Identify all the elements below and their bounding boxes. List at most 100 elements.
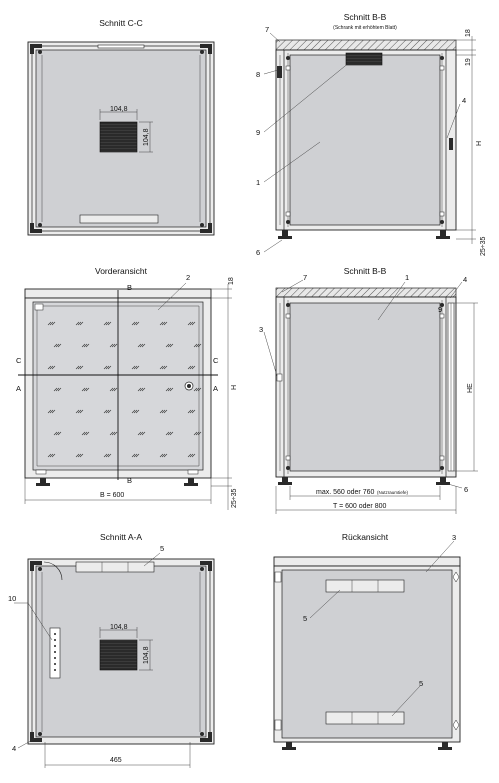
glass-reflection [159,453,164,458]
view-title: Schnitt C-C [99,18,142,28]
section-c-right: C [213,356,219,365]
glass-reflection [111,431,116,436]
callout-10: 10 [8,594,16,603]
glass-reflection [197,343,202,348]
glass-reflection [169,387,174,392]
view-schnitt-aa: Schnitt A-A 104,8 104,8 5 [8,532,215,768]
glass-reflection [189,453,194,458]
glass-reflection [159,409,164,414]
glass-reflection [79,321,84,326]
glass-reflection [81,387,86,392]
glass-reflection [189,409,194,414]
glass-reflection [161,453,166,458]
dim-t: T = 600 oder 800 [333,503,386,510]
glass-reflection [107,409,112,414]
glass-reflection [103,409,108,414]
glass-reflection [161,365,166,370]
view-title: Vorderansicht [95,266,148,276]
dim-19: 19 [465,58,472,66]
glass-reflection [55,343,60,348]
glass-reflection [85,343,90,348]
glass-reflection [137,343,142,348]
glass-reflection [77,321,82,326]
glass-reflection [133,453,138,458]
glass-reflection [53,431,58,436]
view-title: Schnitt B-B [344,266,387,276]
dim-max-main: max. 560 oder 760 [316,489,374,496]
view-title: Schnitt B-B [344,12,387,22]
glass-reflection [51,365,56,370]
glass-reflection [109,387,114,392]
dim-height: 104,8 [143,128,150,146]
dim-top: 18 [228,277,235,285]
glass-reflection [167,387,172,392]
glass-reflection [49,409,54,414]
dim-465: 465 [110,757,122,764]
glass-reflection [167,431,172,436]
glass-reflection [195,343,200,348]
glass-reflection [135,365,140,370]
glass-reflection [189,321,194,326]
callout-5a: 5 [303,614,307,623]
glass-reflection [131,409,136,414]
glass-reflection [75,453,80,458]
glass-reflection [187,321,192,326]
callout-9: 9 [256,128,260,137]
glass-reflection [195,387,200,392]
glass-reflection [79,365,84,370]
glass-reflection [51,453,56,458]
glass-reflection [47,321,52,326]
glass-reflection [187,453,192,458]
glass-reflection [135,453,140,458]
glass-reflection [75,409,80,414]
glass-reflection [57,387,62,392]
glass-reflection [47,365,52,370]
glass-reflection [113,387,118,392]
glass-reflection [135,409,140,414]
glass-reflection [47,409,52,414]
glass-reflection [139,343,144,348]
callout-1: 1 [256,178,260,187]
glass-reflection [193,387,198,392]
glass-reflection [107,365,112,370]
glass-reflection [105,365,110,370]
dim-h: H [476,141,483,146]
callout-2: 2 [186,273,190,282]
glass-reflection [189,365,194,370]
glass-reflection [105,453,110,458]
glass-reflection [133,365,138,370]
glass-reflection [103,321,108,326]
glass-reflection [103,365,108,370]
glass-reflection [81,431,86,436]
glass-reflection [85,431,90,436]
glass-reflection [55,387,60,392]
glass-reflection [113,431,118,436]
dim-max-note: (Nutzraumtiefe) [377,490,409,495]
cable-grille [99,121,138,153]
glass-reflection [163,409,168,414]
glass-reflection [49,365,54,370]
glass-reflection [107,321,112,326]
glass-reflection [141,343,146,348]
glass-reflection [169,431,174,436]
view-title: Schnitt A-A [100,532,142,542]
glass-reflection [57,343,62,348]
glass-reflection [53,343,58,348]
glass-reflection [81,343,86,348]
glass-reflection [193,431,198,436]
section-b-bottom: B [127,476,132,485]
glass-reflection [165,387,170,392]
glass-reflection [137,387,142,392]
glass-reflection [139,387,144,392]
dim-width: 104,8 [110,106,128,113]
glass-reflection [53,387,58,392]
dim-feet: 25÷35 [480,236,487,256]
section-c-left: C [16,356,22,365]
view-schnitt-bb-bottom: Schnitt B-B HE 7 1 4 3 [259,266,478,514]
callout-7: 7 [265,25,269,34]
glass-reflection [163,453,168,458]
glass-reflection [75,321,80,326]
callout-3: 3 [259,325,263,334]
glass-reflection [195,431,200,436]
glass-reflection [47,453,52,458]
